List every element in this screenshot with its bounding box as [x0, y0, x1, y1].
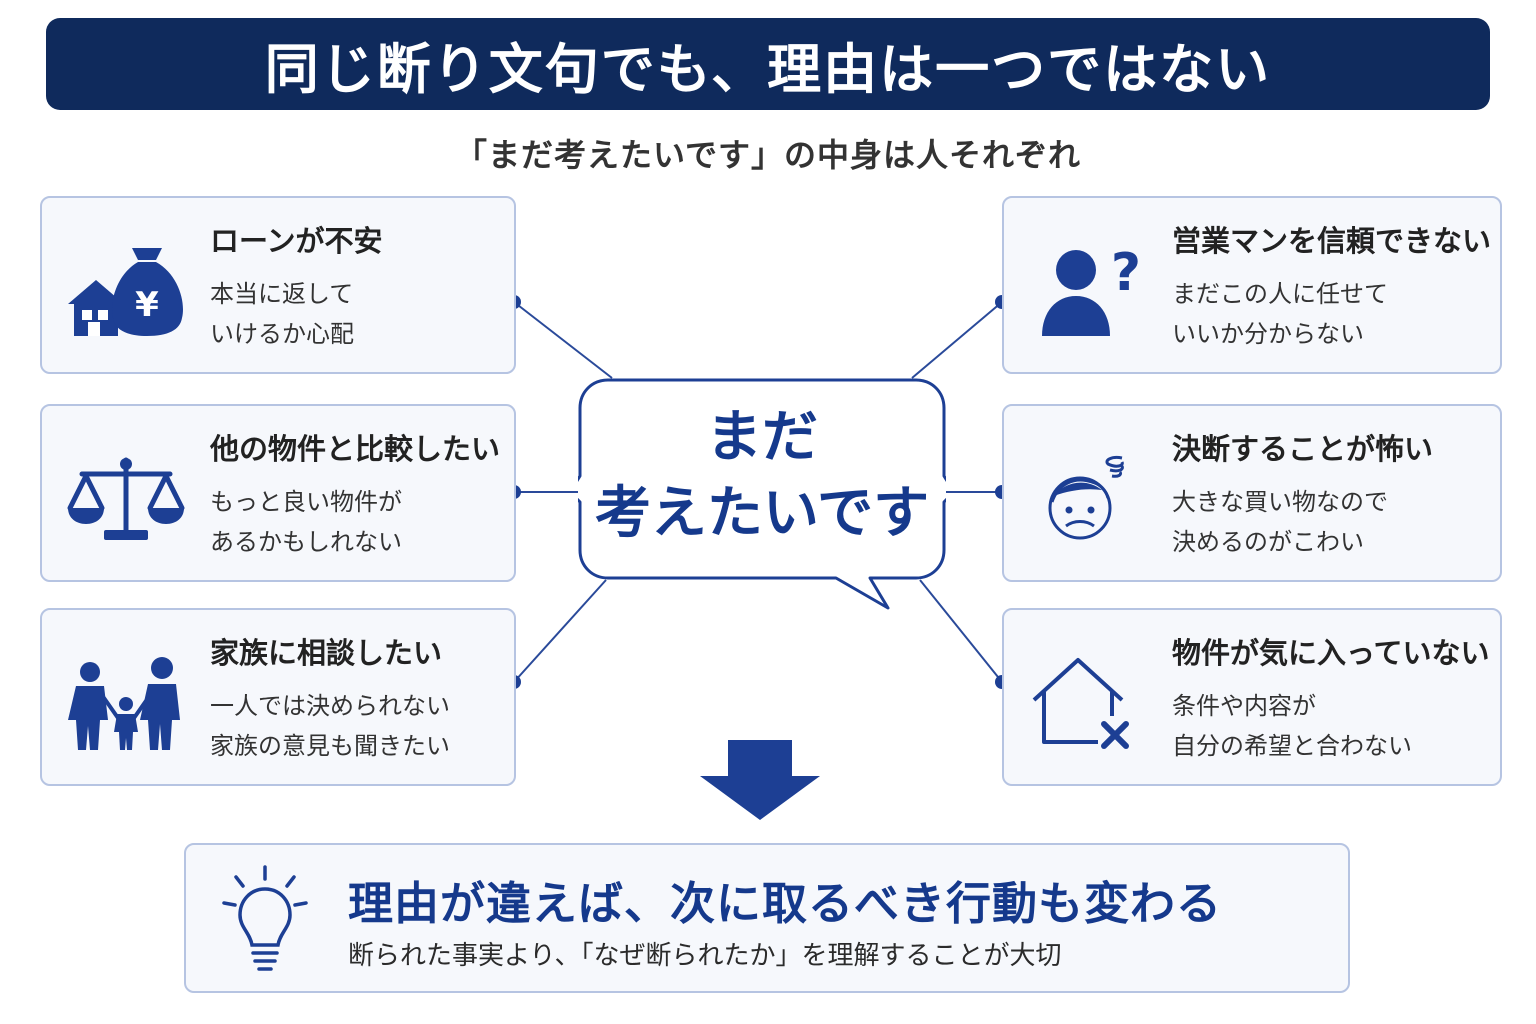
reason-description: 本当に返して いけるか心配 — [210, 274, 504, 354]
balance-scale-icon — [64, 450, 188, 546]
reason-card-loan: ¥ ローンが不安 本当に返して いけるか心配 — [40, 196, 516, 374]
reason-description: もっと良い物件が あるかもしれない — [210, 482, 504, 562]
lightbulb-icon — [222, 865, 308, 971]
svg-text:?: ? — [1111, 243, 1141, 303]
down-arrow-icon — [700, 740, 820, 820]
reason-card-property: 物件が気に入っていない 条件や内容が 自分の希望と合わない — [1002, 608, 1502, 786]
reason-title: 家族に相談したい — [210, 636, 443, 670]
reason-description: 条件や内容が 自分の希望と合わない — [1172, 686, 1490, 766]
center-phrase: まだ 考えたいです — [578, 400, 946, 552]
center-speech-bubble — [578, 378, 946, 610]
reason-description-line: いいか分からない — [1172, 320, 1364, 348]
reason-card-family: 家族に相談したい 一人では決められない 家族の意見も聞きたい — [40, 608, 516, 786]
reason-description-line: 大きな買い物なので — [1172, 488, 1388, 516]
reason-description-line: もっと良い物件が — [210, 488, 402, 516]
reason-title: ローンが不安 — [210, 224, 383, 258]
reason-description: まだこの人に任せて いいか分からない — [1172, 274, 1490, 354]
reason-description: 大きな買い物なので 決めるのがこわい — [1172, 482, 1490, 562]
family-icon — [64, 654, 188, 750]
title-banner: 同じ断り文句でも、理由は一つではない — [46, 18, 1490, 110]
house-x-icon — [1026, 654, 1150, 750]
reason-title: 営業マンを信頼できない — [1172, 224, 1492, 258]
reason-card-fear: 決断することが怖い 大きな買い物なので 決めるのがこわい — [1002, 404, 1502, 582]
center-phrase-line: 考えたいです — [594, 481, 930, 546]
reason-description-line: まだこの人に任せて — [1172, 280, 1388, 308]
reason-description-line: 自分の希望と合わない — [1172, 732, 1412, 760]
conclusion-box: 理由が違えば、次に取るべき行動も変わる 断られた事実より、「なぜ断られたか」を理… — [184, 843, 1350, 993]
reason-card-trust: ? 営業マンを信頼できない まだこの人に任せて いいか分からない — [1002, 196, 1502, 374]
connector-line-trust — [911, 301, 1003, 379]
reason-description-line: 本当に返して — [210, 280, 354, 308]
reason-description-line: 条件や内容が — [1172, 692, 1316, 720]
center-phrase-line: まだ — [706, 405, 818, 470]
reason-card-compare: 他の物件と比較したい もっと良い物件が あるかもしれない — [40, 404, 516, 582]
worried-face-icon — [1026, 450, 1150, 546]
reason-title: 物件が気に入っていない — [1172, 636, 1490, 670]
page-subtitle: 「まだ考えたいです」の中身は人それぞれ — [454, 136, 1082, 174]
reason-description-line: 家族の意見も聞きたい — [210, 732, 450, 760]
page-title: 同じ断り文句でも、理由は一つではない — [264, 37, 1272, 101]
svg-text:¥: ¥ — [135, 285, 159, 325]
conclusion-headline: 理由が違えば、次に取るべき行動も変わる — [348, 877, 1223, 930]
conclusion-subtext: 断られた事実より、「なぜ断られたか」を理解することが大切 — [348, 941, 1062, 971]
reason-description-line: 決めるのがこわい — [1172, 528, 1364, 556]
reason-description-line: 一人では決められない — [210, 692, 450, 720]
reason-description: 一人では決められない 家族の意見も聞きたい — [210, 686, 504, 766]
reason-description-line: いけるか心配 — [210, 320, 354, 348]
reason-description-line: あるかもしれない — [210, 528, 402, 556]
reason-title: 他の物件と比較したい — [210, 432, 501, 466]
house-money-bag-icon: ¥ — [64, 242, 188, 338]
reason-title: 決断することが怖い — [1172, 432, 1434, 466]
connector-line-loan — [513, 301, 613, 379]
person-question-icon: ? — [1026, 242, 1150, 338]
